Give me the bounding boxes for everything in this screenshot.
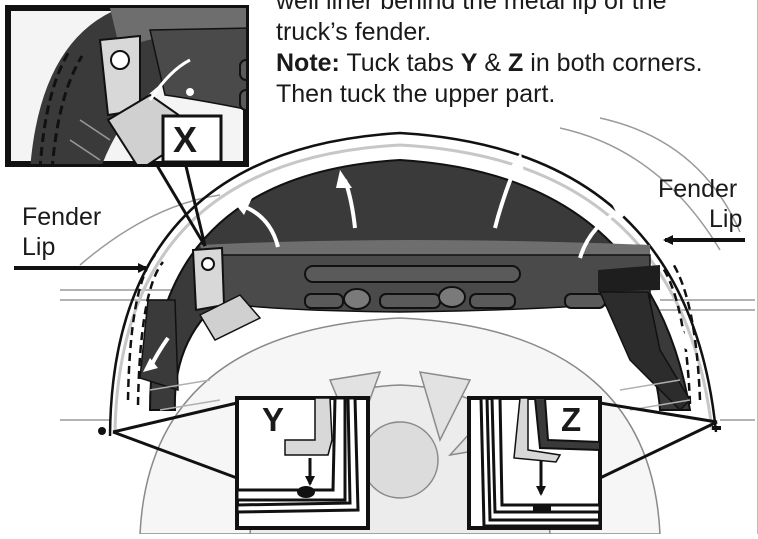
fender-arch [108, 131, 718, 437]
inset-x-label: X [173, 119, 198, 160]
left-lip-label: Lip [22, 233, 56, 261]
note-label: Note: [276, 49, 340, 77]
instruction-note: Note: Tuck tabs Y & Z in both corners. [276, 48, 756, 79]
instruction-line-1: well liner behind the metal lip of the [276, 0, 667, 15]
note-tab-y: Y [460, 49, 478, 77]
right-corner-tab-z [712, 426, 721, 430]
note-tab-z: Z [508, 49, 524, 77]
note-text-1: Tuck tabs [339, 49, 461, 77]
instruction-line-2: truck’s fender. [276, 18, 432, 46]
right-lip-label: Lip [709, 205, 743, 233]
inset-z-label: Z [561, 401, 582, 438]
note-text-2: in both corners. [523, 49, 703, 77]
inset-yz-leaders [112, 401, 718, 480]
inset-z [467, 396, 602, 530]
left-fender-label: Fender [22, 203, 102, 231]
left-corner-tab-y [98, 427, 106, 435]
instruction-text: well liner behind the metal lip of the t… [276, 0, 756, 110]
tuck-arrowheads [232, 152, 632, 220]
inset-x-leaders [153, 161, 207, 247]
wheel-well-liner [126, 158, 702, 412]
note-amp: & [477, 49, 509, 77]
right-fender-label: Fender [658, 175, 738, 203]
inset-x [5, 5, 249, 167]
inset-y-label: Y [262, 401, 285, 438]
instruction-line-4: Then tuck the upper part. [276, 80, 556, 108]
inset-y [235, 396, 370, 530]
